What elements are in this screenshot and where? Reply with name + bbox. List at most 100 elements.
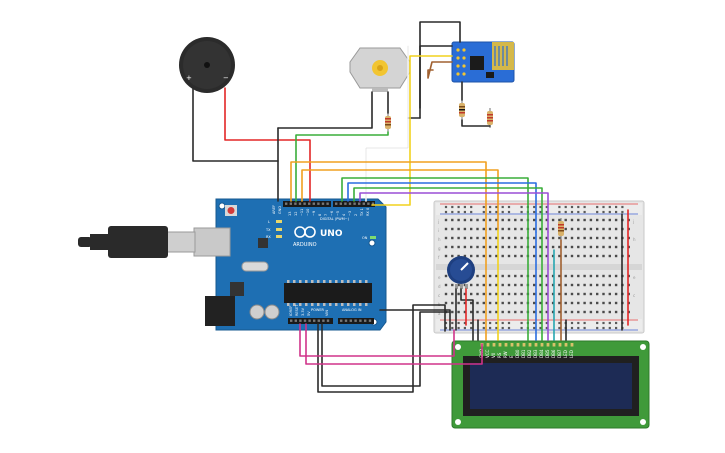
breadboard-hole (545, 310, 548, 314)
breadboard-hole (444, 254, 448, 258)
usb-cable[interactable] (78, 226, 196, 258)
breadboard-hole (570, 292, 574, 296)
breadboard-hole (564, 310, 567, 314)
breadboard-hole (501, 301, 504, 305)
rail-hole (495, 326, 498, 330)
esp8266-wifi-module[interactable] (451, 41, 515, 83)
breadboard-hole (501, 245, 504, 249)
arduino-uno-board[interactable]: L TX RX ON ARDUINO UNO DIGITAL (PWM~) AR… (193, 198, 387, 331)
breadboard-hole (602, 254, 605, 258)
chip-pin (323, 303, 326, 306)
rail-hole (489, 326, 492, 330)
lcd-pin-label: DB3 (533, 349, 538, 358)
wire-green-1 (341, 177, 529, 233)
breadboard-hole (545, 274, 548, 278)
breadboard-hole (614, 310, 618, 314)
row-letter: d (438, 284, 441, 289)
breadboard-hole (463, 292, 467, 296)
rail-hole (602, 210, 605, 214)
breadboard-hole (608, 254, 611, 258)
breadboard-hole (444, 301, 448, 305)
chip-pin (299, 303, 302, 306)
breadboard-hole (577, 310, 580, 314)
wire-motor-control (295, 131, 389, 202)
resistor-motor[interactable] (385, 113, 391, 132)
breadboard-hole (564, 218, 567, 222)
chip-pin (287, 280, 290, 283)
digital-pin-label: ~3 (348, 211, 352, 216)
wire-purple-1 (359, 192, 549, 233)
lcd-pin (546, 343, 550, 347)
breadboard-hole (570, 227, 574, 231)
rail-hole (558, 326, 561, 330)
breadboard-hole (533, 236, 536, 240)
rail-hole (621, 205, 624, 209)
piezo-buzzer[interactable]: + − (179, 37, 235, 93)
breadboard-hole (577, 236, 580, 240)
breadboard-hole (539, 310, 542, 314)
breadboard-hole (596, 254, 599, 258)
rail-hole (444, 321, 448, 325)
rail-hole (615, 205, 618, 209)
breadboard-hole (589, 283, 593, 287)
breadboard-hole (539, 254, 542, 258)
chip-pin (317, 303, 320, 306)
breadboard-hole (533, 245, 536, 249)
rail-hole (463, 210, 466, 214)
breadboard-hole (608, 274, 611, 278)
rail-hole (451, 321, 454, 325)
row-letter: f (438, 255, 440, 260)
resistor-lcd[interactable] (558, 218, 564, 240)
rail-hole (507, 205, 511, 209)
breadboard-hole (501, 283, 504, 287)
breadboard-hole (476, 274, 479, 278)
row-letter: e (438, 275, 441, 280)
lcd-pin-label: E (509, 355, 514, 358)
breadboard-hole (589, 245, 593, 249)
breadboard-hole (507, 245, 511, 249)
chip-pin (299, 280, 302, 283)
lcd-pin (492, 343, 496, 347)
breadboard-hole (507, 310, 511, 314)
breadboard-hole (614, 236, 618, 240)
breadboard-hole (577, 254, 580, 258)
breadboard-hole (457, 227, 460, 231)
header-hole (349, 319, 352, 322)
lcd-pin (522, 343, 526, 347)
rail-hole (470, 205, 473, 209)
breadboard-hole (470, 245, 473, 249)
lcd-pin-label: RW (503, 351, 508, 358)
breadboard-hole (608, 292, 611, 296)
chip-pin (323, 280, 326, 283)
rail-hole (495, 205, 498, 209)
rail-hole (482, 205, 485, 209)
buzzer-minus: − (223, 74, 229, 82)
rail-hole (451, 326, 454, 330)
reset-button-cap[interactable] (227, 207, 235, 214)
breadboard-hole (558, 236, 561, 240)
potentiometer[interactable] (447, 256, 475, 289)
breadboard-hole (476, 245, 479, 249)
header-hole (308, 202, 311, 205)
rail-hole (608, 210, 611, 214)
breadboard-hole (501, 236, 504, 240)
breadboard-hole (596, 274, 599, 278)
dc-motor[interactable] (349, 47, 411, 92)
breadboard-hole (501, 227, 504, 231)
breadboard-hole (514, 236, 517, 240)
breadboard-hole (589, 292, 593, 296)
breadboard-hole (539, 292, 542, 296)
rail-hole (596, 321, 599, 325)
wires (192, 21, 629, 393)
breadboard-hole (482, 236, 485, 240)
resistor-esp-2[interactable] (487, 108, 493, 128)
breadboard-hole (488, 292, 492, 296)
breadboard-hole (444, 245, 448, 249)
resistor-esp-1[interactable] (459, 100, 465, 120)
breadboard-hole (596, 301, 599, 305)
breadboard-hole (614, 274, 618, 278)
rail-hole (457, 326, 460, 330)
breadboard-hole (614, 301, 618, 305)
